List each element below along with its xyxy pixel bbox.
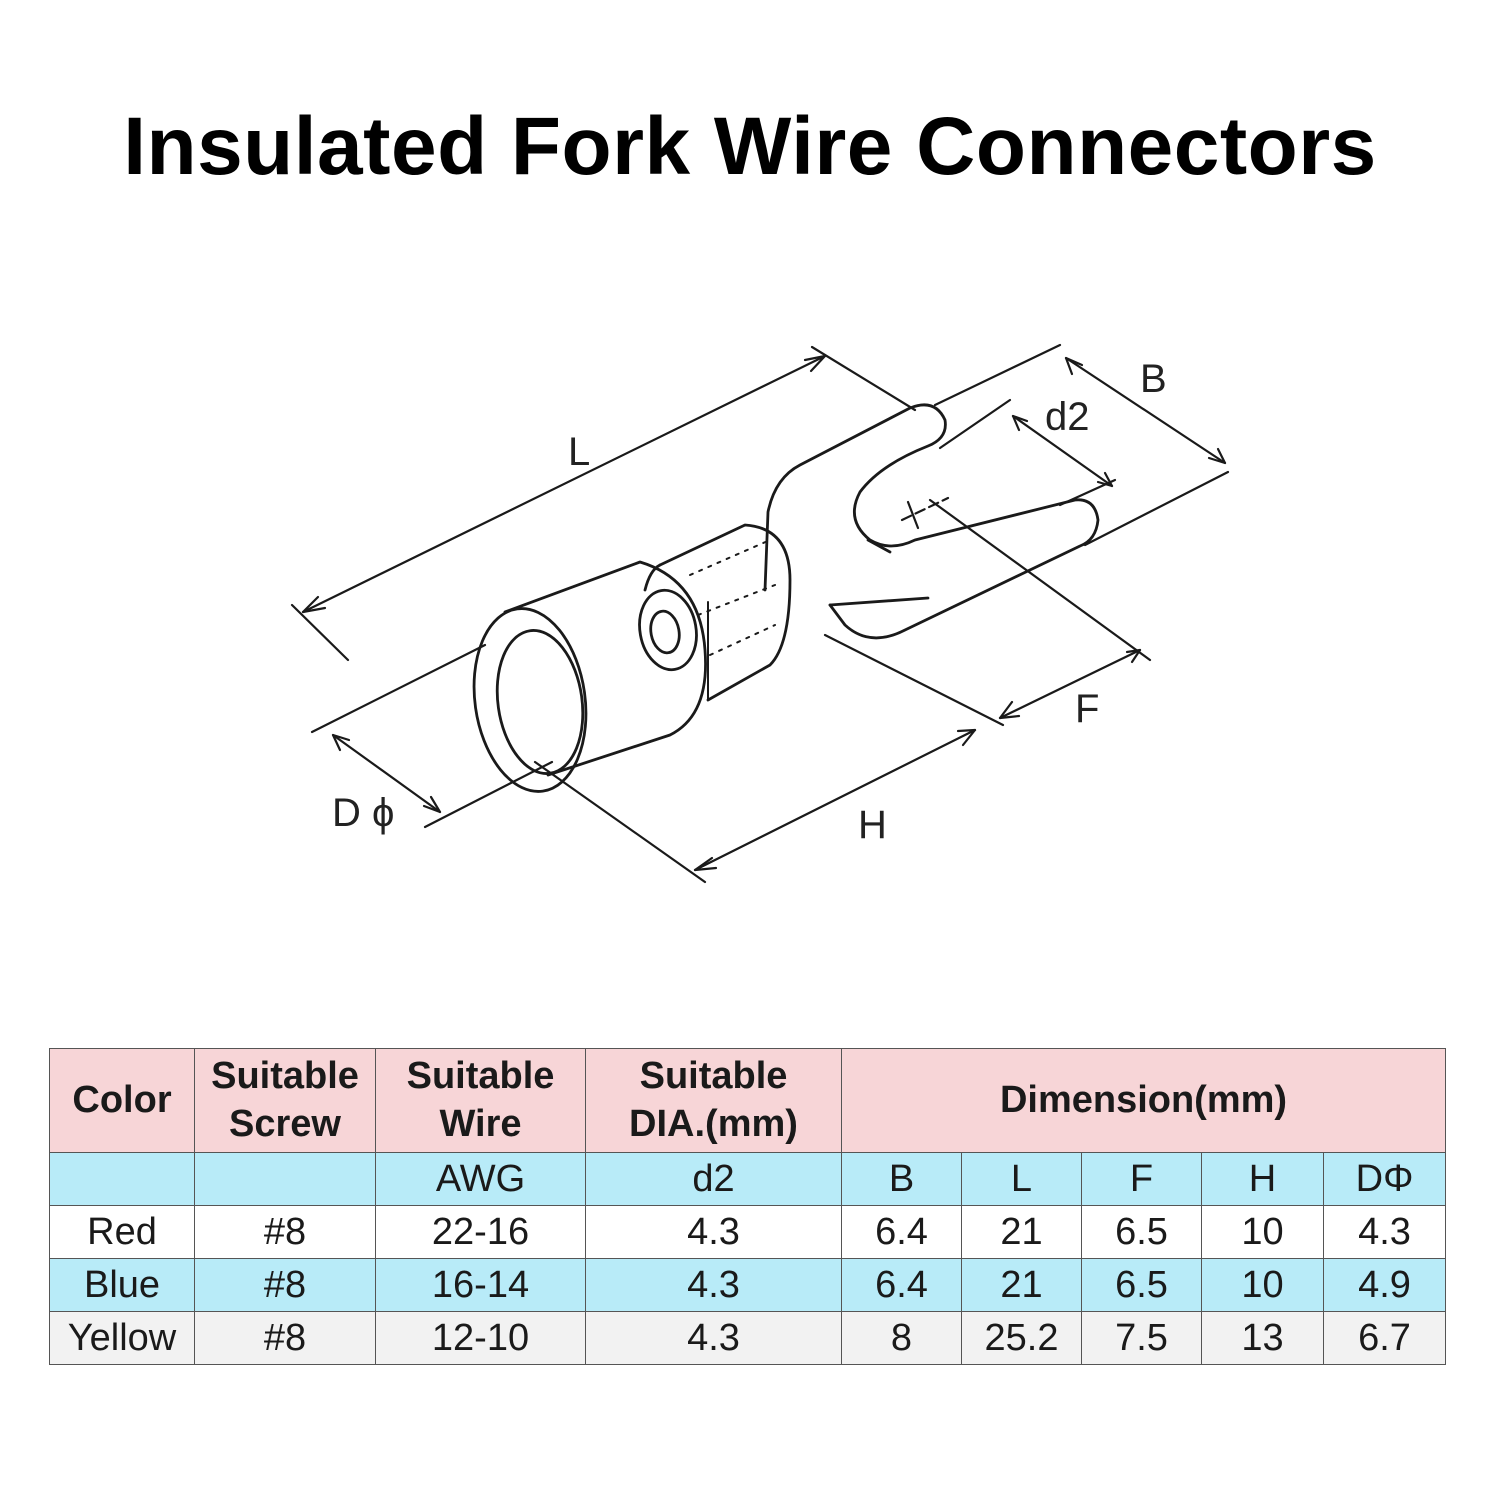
table-cell: 22-16 [375,1205,586,1259]
table-cell: 21 [961,1258,1082,1312]
label-d2: d2 [1045,395,1090,439]
page-title: Insulated Fork Wire Connectors [123,101,1377,192]
subheader-cell [49,1152,195,1206]
table-cell: 13 [1201,1311,1324,1365]
subheader-cell [194,1152,376,1206]
table-cell: 21 [961,1205,1082,1259]
table-cell: #8 [194,1205,376,1259]
table-cell: 4.9 [1322,1258,1447,1312]
table-cell: 6.4 [841,1258,962,1312]
table-cell: 10 [1201,1205,1324,1259]
header-color: Color [49,1048,195,1153]
subheader-cell: d2 [585,1152,842,1206]
table-row: Blue #8 16-14 4.3 6.4 21 6.5 10 4.9 [49,1258,1447,1312]
table-cell: Yellow [49,1311,195,1365]
table-cell: 4.3 [1322,1205,1447,1259]
subheader-cell: B [841,1152,962,1206]
table-cell: 12-10 [375,1311,586,1365]
table-cell: 10 [1201,1258,1324,1312]
table-cell: Blue [49,1258,195,1312]
dimension-b-line [933,343,1230,547]
table-cell: Red [49,1205,195,1259]
table-cell: 4.3 [585,1258,842,1312]
subheader-cell: DΦ [1322,1152,1447,1206]
table-cell: 8 [841,1311,962,1365]
fork-connector-body [472,403,1100,793]
table-row: Red #8 22-16 4.3 6.4 21 6.5 10 4.3 [49,1205,1447,1259]
header-dimension: Dimension(mm) [840,1048,1447,1153]
table-cell: 25.2 [961,1311,1082,1365]
table-cell: 6.5 [1081,1205,1202,1259]
subheader-cell: AWG [375,1152,586,1206]
table-cell: #8 [194,1258,376,1312]
label-phi: ϕ [372,791,394,835]
table-cell: 4.3 [585,1205,842,1259]
label-h: H [858,803,887,847]
dimension-d-line [310,643,554,829]
dimension-f-line [928,498,1152,720]
table-cell: 6.5 [1081,1258,1202,1312]
dimension-l-line [290,345,917,662]
label-d: D [332,791,361,835]
fork-connector-diagram: L B d2 F H D ϕ [290,343,1230,884]
label-b: B [1140,357,1167,401]
table-row: Yellow #8 12-10 4.3 8 25.2 7.5 13 6.7 [49,1311,1447,1365]
table-cell: 6.4 [841,1205,962,1259]
subheader-cell: F [1081,1152,1202,1206]
subheader-cell: H [1201,1152,1324,1206]
table-subheader-row: AWG d2 B L F H DΦ [49,1152,1447,1206]
table-cell: 6.7 [1322,1311,1447,1365]
table-cell: #8 [194,1311,376,1365]
table-cell: 4.3 [585,1311,842,1365]
label-f: F [1075,687,1099,731]
subheader-cell: L [961,1152,1082,1206]
dimension-h-line [533,633,1005,884]
slot-center-line [900,496,950,530]
table-cell: 7.5 [1081,1311,1202,1365]
label-l: L [568,430,590,474]
table-cell: 16-14 [375,1258,586,1312]
